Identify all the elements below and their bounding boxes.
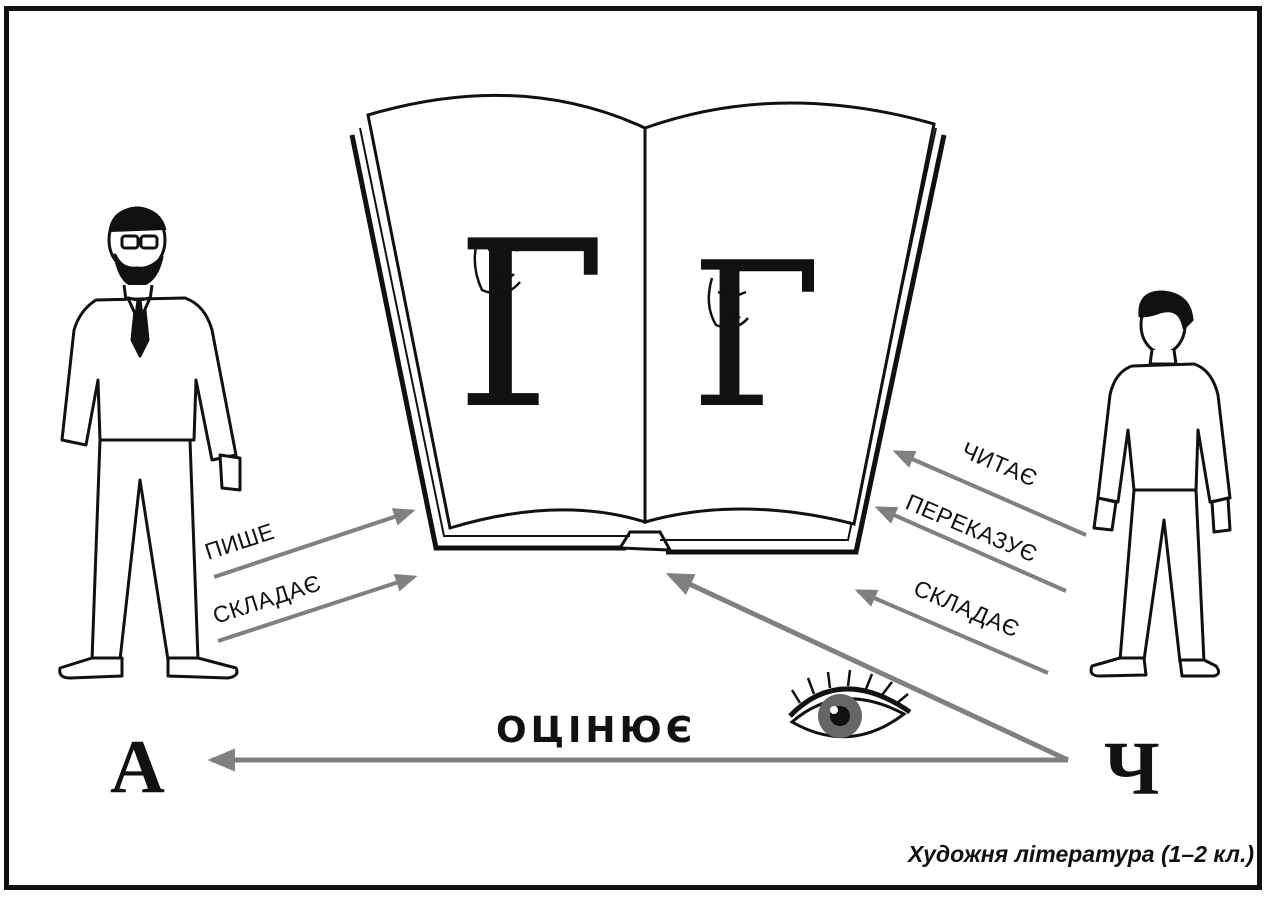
label-evaluates: ОЦІНЮЄ [496,710,696,751]
label-author-composes: СКЛАДАЄ [210,569,325,628]
book-left-letter: Г [455,193,607,460]
author-letter: А [110,725,165,809]
caption: Художня література (1–2 кл.) [906,841,1254,867]
reader-figure-icon [1091,292,1230,676]
open-book-icon: Г Г [352,95,944,552]
reader-letter: Ч [1104,727,1160,811]
book-right-letter: Г [690,220,822,453]
label-reader-composes: СКЛАДАЄ [910,575,1023,643]
